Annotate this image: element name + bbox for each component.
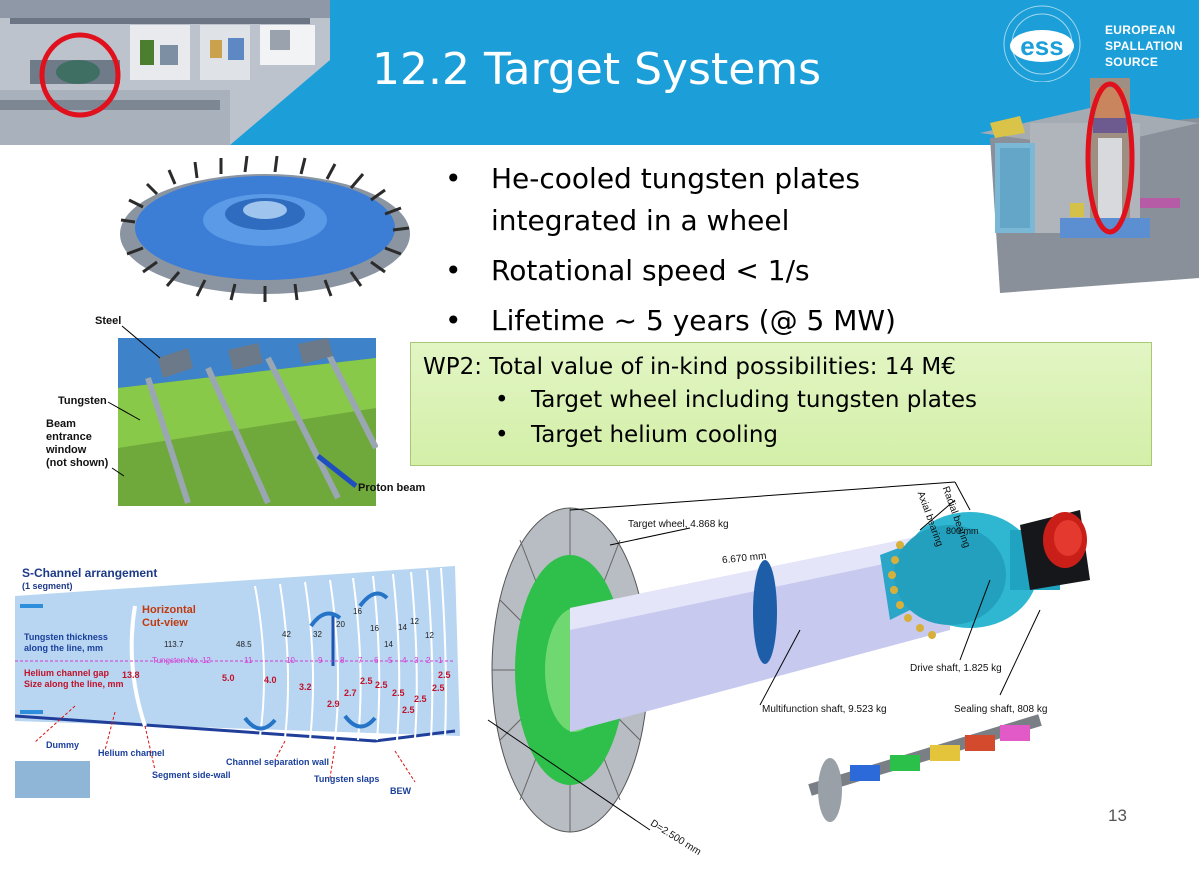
label-bew-small: BEW <box>390 786 411 796</box>
thickness-label: Tungsten thickness along the line, mm <box>24 632 108 653</box>
label-bew: Beam entrance window (not shown) <box>46 418 109 469</box>
label-proton-beam: Proton beam <box>358 482 426 494</box>
gap-value: 3.2 <box>299 682 312 692</box>
wp2-title: WP2: Total value of in-kind possibilitie… <box>423 354 956 380</box>
wheel-section-image <box>118 338 378 506</box>
plate-number: 3 <box>414 656 419 665</box>
label-channel-separation-wall: Channel separation wall <box>226 757 330 767</box>
thickness-value: 14 <box>384 640 393 649</box>
plate-number: 5 <box>388 656 393 665</box>
plate-number: 9 <box>318 656 323 665</box>
thickness-value: 113.7 <box>164 640 184 649</box>
gap-value: 2.9 <box>327 699 340 709</box>
gap-value: 2.5 <box>402 705 415 715</box>
label-target-wheel: Target wheel, 4.868 kg <box>628 519 729 530</box>
label-sealing-shaft: Sealing shaft, 808 kg <box>954 704 1048 715</box>
gap-value: 2.5 <box>432 683 445 693</box>
label-dummy: Dummy <box>46 740 80 750</box>
plate-number: 6 <box>374 656 379 665</box>
horizontal-cut-label: Horizontal Cut-view <box>142 604 196 629</box>
bullet-item: Lifetime ~ 5 years (@ 5 MW) <box>445 300 965 342</box>
org-name-line-2: SPALLATION <box>1105 39 1183 53</box>
label-drive-shaft: Drive shaft, 1.825 kg <box>910 663 1002 674</box>
gap-value: 5.0 <box>222 673 235 683</box>
thickness-value: 16 <box>370 624 379 633</box>
gap-value: 2.7 <box>344 688 357 698</box>
thickness-value: 14 <box>398 623 407 632</box>
bullet-item: He-cooled tungsten plates integrated in … <box>445 158 965 242</box>
building-cutaway-image <box>0 0 330 145</box>
label-helium-channel: Helium channel <box>98 748 165 758</box>
thickness-value: 48.5 <box>236 640 252 649</box>
label-segment-side-wall: Segment side-wall <box>152 770 231 780</box>
gap-label: Helium channel gap Size along the line, … <box>24 668 124 689</box>
label-tungsten: Tungsten <box>58 395 107 407</box>
leader-lines <box>107 325 161 477</box>
gap-value: 2.5 <box>414 694 427 704</box>
target-wheel-image <box>120 155 410 302</box>
target-monolith-image <box>980 78 1199 293</box>
label-steel: Steel <box>95 315 122 327</box>
bullet-item: Rotational speed < 1/s <box>445 250 965 292</box>
org-name-line-1: EUROPEAN <box>1105 23 1176 37</box>
bullet-list: He-cooled tungsten plates integrated in … <box>445 158 965 350</box>
s-channel-subtitle: (1 segment) <box>22 581 73 591</box>
label-multifunction-shaft: Multifunction shaft, 9.523 kg <box>762 704 887 715</box>
thickness-value: 32 <box>313 630 322 639</box>
wp2-box: WP2: Total value of in-kind possibilitie… <box>410 342 1152 466</box>
highlight-ellipse <box>1085 81 1135 235</box>
plate-number: 10 <box>286 656 295 665</box>
gap-value: 2.5 <box>438 670 451 680</box>
plate-number: 11 <box>244 656 253 665</box>
page-title: 12.2 Target Systems <box>372 44 822 95</box>
gap-value: 4.0 <box>264 675 277 685</box>
ess-logo-icon: ess <box>1003 5 1081 82</box>
wp2-item: Target wheel including tungsten plates <box>423 383 1139 418</box>
thickness-value: 42 <box>282 630 291 639</box>
org-name-line-3: SOURCE <box>1105 55 1159 69</box>
logo-text: ess <box>1020 31 1063 61</box>
page-number: 13 <box>1108 806 1127 825</box>
label-bearing-distance: 800 mm <box>946 526 979 536</box>
gap-value: 2.5 <box>392 688 405 698</box>
tungsten-no-label: Tungsten No. 12 <box>152 656 211 665</box>
gap-value: 2.5 <box>360 676 373 686</box>
s-channel-diagram <box>15 556 465 798</box>
thickness-value: 12 <box>425 631 434 640</box>
wp2-item: Target helium cooling <box>423 418 1139 453</box>
plate-number: 8 <box>340 656 345 665</box>
plate-number: 7 <box>358 656 363 665</box>
org-name: EUROPEAN SPALLATION SOURCE <box>1105 22 1183 70</box>
plate-number: 4 <box>402 656 407 665</box>
shaft-assembly-image <box>487 481 1090 833</box>
gap-value: 13.8 <box>122 670 140 680</box>
thickness-value: 16 <box>353 607 362 616</box>
thickness-value: 12 <box>410 617 419 626</box>
plate-number: 2 <box>426 656 431 665</box>
gap-value: 2.5 <box>375 680 388 690</box>
thickness-value: 20 <box>336 620 345 629</box>
highlight-circle <box>39 32 121 118</box>
plate-number: 1 <box>438 656 443 665</box>
s-channel-title: S-Channel arrangement <box>22 566 158 580</box>
label-tungsten-slaps: Tungsten slaps <box>314 774 380 784</box>
